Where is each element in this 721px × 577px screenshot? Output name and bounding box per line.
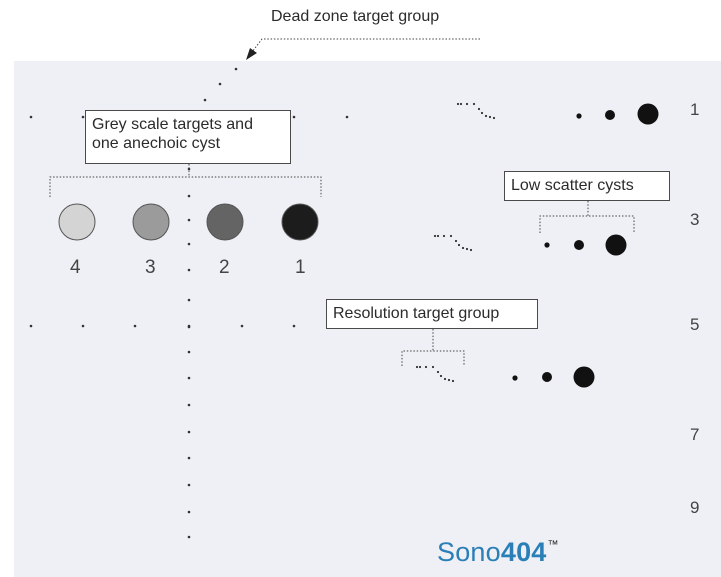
resolution-wire-target	[418, 365, 422, 369]
lateral-wire-target	[292, 324, 296, 328]
grey-scale-bracket	[49, 176, 322, 197]
depth-marker: 1	[690, 100, 700, 119]
resolution-wire-target	[465, 102, 469, 106]
resolution-wire-target	[424, 365, 428, 369]
lateral-wire-target	[81, 115, 85, 119]
grey-scale-label-line2: one anechoic cyst	[92, 135, 221, 152]
low-scatter-cyst	[576, 113, 582, 119]
axial-wire-target	[187, 218, 191, 222]
grey-scale-target	[58, 203, 96, 241]
axial-wire-target	[187, 350, 191, 354]
resolution-bracket	[401, 350, 465, 366]
axial-wire-target	[187, 167, 191, 171]
resolution-wire-target	[469, 248, 473, 252]
axial-wire-target	[187, 403, 191, 407]
low-scatter-cyst	[544, 242, 550, 248]
grey-scale-target	[132, 203, 170, 241]
depth-marker: 3	[690, 210, 700, 229]
lateral-wire-target	[240, 324, 244, 328]
resolution-wire-target	[472, 102, 476, 106]
depth-marker: 7	[690, 425, 700, 444]
resolution-wire-target	[480, 111, 484, 115]
lateral-wire-target	[292, 115, 296, 119]
depth-marker: 9	[690, 498, 700, 517]
grey-scale-target	[206, 203, 244, 241]
brand-prefix: Sono	[437, 537, 501, 567]
low-scatter-cyst	[605, 234, 627, 256]
low-scatter-bracket	[539, 215, 635, 233]
resolution-wire-target	[461, 246, 465, 250]
resolution-wire-target	[492, 116, 496, 120]
resolution-wire-target	[484, 114, 488, 118]
resolution-wire-target	[433, 234, 437, 238]
lateral-wire-target	[29, 324, 33, 328]
dead-zone-target	[234, 67, 238, 71]
resolution-wire-target	[439, 374, 443, 378]
resolution-wire-target	[436, 234, 440, 238]
resolution-wire-target	[456, 102, 460, 106]
low-scatter-cyst	[512, 375, 518, 381]
grey-target-number: 2	[219, 257, 230, 278]
resolution-wire-target	[442, 234, 446, 238]
brand-trademark: ™	[547, 539, 559, 551]
axial-wire-target	[187, 194, 191, 198]
low-scatter-label: Low scatter cysts	[504, 171, 670, 201]
resolution-wire-target	[443, 377, 447, 381]
axial-wire-target	[187, 535, 191, 539]
resolution-wire-target	[447, 378, 451, 382]
low-scatter-cyst	[574, 240, 584, 250]
resolution-wire-target	[459, 102, 463, 106]
dead-zone-leader	[251, 38, 480, 53]
axial-wire-target	[187, 376, 191, 380]
axial-wire-target	[187, 242, 191, 246]
grey-target-number: 1	[295, 257, 306, 278]
brand-number: 404	[500, 537, 547, 567]
low-scatter-cyst	[542, 372, 552, 382]
grey-scale-label: Grey scale targets and one anechoic cyst	[85, 110, 291, 164]
resolution-wire-target	[415, 365, 419, 369]
low-scatter-cyst	[637, 103, 659, 125]
grey-target-number: 3	[145, 257, 156, 278]
resolution-wire-target	[431, 365, 435, 369]
axial-wire-target	[187, 430, 191, 434]
resolution-wire-target	[457, 243, 461, 247]
lateral-wire-target	[133, 324, 137, 328]
resolution-wire-target	[488, 115, 492, 119]
low-scatter-cyst	[605, 110, 615, 120]
axial-wire-target	[187, 456, 191, 460]
grey-target-number: 4	[70, 257, 81, 278]
axial-wire-target	[187, 510, 191, 514]
dead-zone-arrowhead	[246, 48, 257, 60]
dead-zone-target	[218, 82, 222, 86]
resolution-wire-target	[451, 379, 455, 383]
axial-wire-target	[187, 483, 191, 487]
low-scatter-cyst	[573, 366, 595, 388]
axial-wire-target	[187, 268, 191, 272]
resolution-wire-target	[454, 239, 458, 243]
resolution-wire-target	[465, 247, 469, 251]
lateral-wire-target	[81, 324, 85, 328]
resolution-wire-target	[436, 370, 440, 374]
dead-zone-label: Dead zone target group	[271, 8, 440, 25]
lateral-wire-target	[345, 115, 349, 119]
lateral-wire-target	[187, 324, 191, 328]
grey-scale-label-line1: Grey scale targets and	[92, 116, 253, 133]
resolution-wire-target	[477, 107, 481, 111]
grey-scale-target	[281, 203, 319, 241]
axial-wire-target	[187, 298, 191, 302]
dead-zone-target	[203, 98, 207, 102]
resolution-label: Resolution target group	[326, 299, 538, 329]
depth-marker: 5	[690, 315, 700, 334]
lateral-wire-target	[29, 115, 33, 119]
resolution-wire-target	[449, 234, 453, 238]
sono404-logo: Sono404™	[437, 537, 559, 568]
